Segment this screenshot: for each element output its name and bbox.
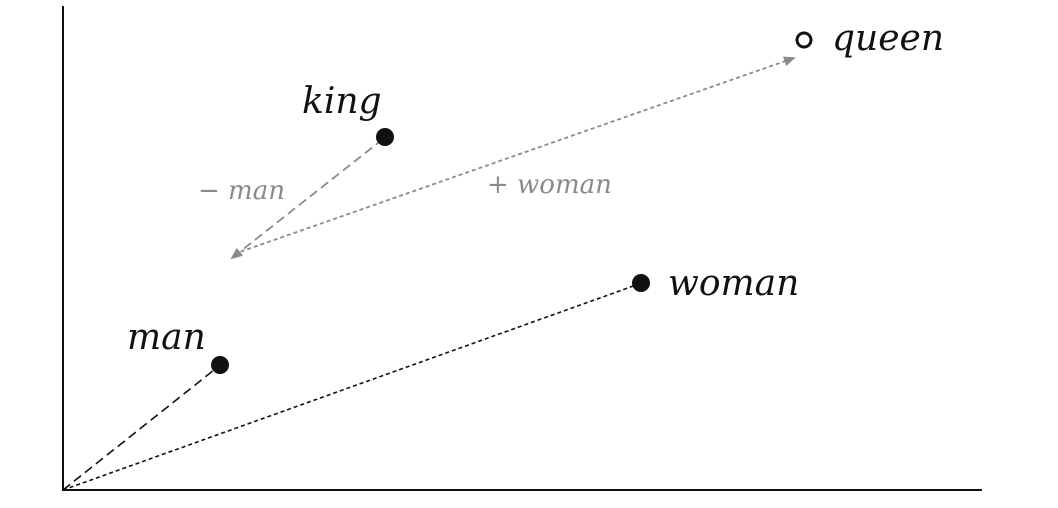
man-vector: [62, 365, 220, 491]
man-point: [211, 356, 229, 374]
man-label: man: [127, 317, 206, 358]
queen-label: queen: [832, 18, 944, 59]
woman-label: woman: [668, 263, 799, 304]
plus-woman-label: + woman: [487, 170, 612, 200]
king-label: king: [302, 81, 382, 122]
minus-man-label: − man: [198, 176, 285, 206]
woman-vector: [62, 283, 640, 491]
minus-man-arrow: [230, 138, 384, 260]
king-point: [376, 128, 394, 146]
queen-point: [795, 31, 813, 49]
woman-point: [632, 274, 650, 292]
plus-woman-arrow: [233, 56, 796, 255]
